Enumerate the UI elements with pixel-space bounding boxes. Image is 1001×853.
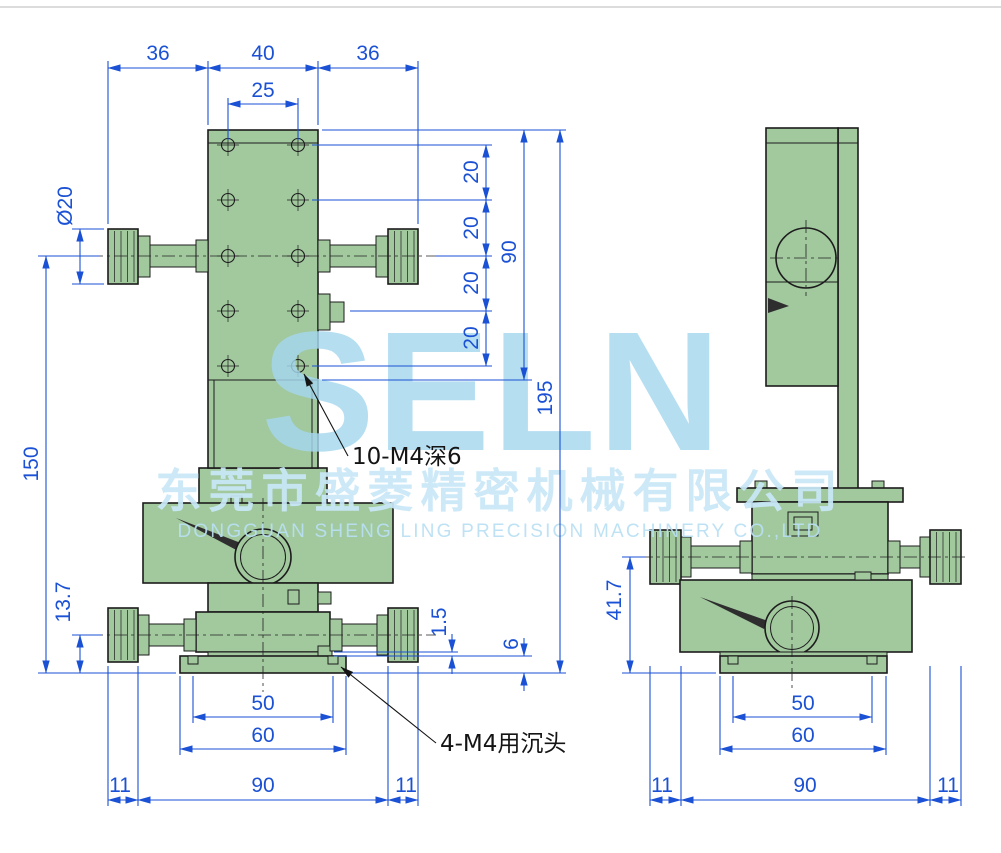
dim-bottom-11-left: 11 bbox=[109, 774, 131, 797]
dim-side-60: 60 bbox=[791, 724, 814, 747]
dim-knob-dia: Ø20 bbox=[54, 186, 77, 226]
mounting-hole bbox=[290, 303, 306, 319]
cbore-hole-left bbox=[187, 655, 199, 665]
side-dimensions: 41.7 50 60 11 90 11 bbox=[603, 556, 962, 806]
watermark-logo: SELN bbox=[261, 297, 722, 487]
lock-lever bbox=[176, 518, 246, 553]
mounting-holes bbox=[217, 134, 309, 377]
watermark: SELN 东莞市盛菱精密机械有限公司 DONGGUAN SHENG LING P… bbox=[156, 297, 845, 542]
z-column bbox=[207, 129, 319, 469]
dim-pitch-20-3: 20 bbox=[460, 271, 483, 294]
watermark-company-cn: 东莞市盛菱精密机械有限公司 bbox=[156, 464, 845, 518]
dim-side-41-7: 41.7 bbox=[603, 580, 626, 621]
cbore-hole bbox=[866, 655, 878, 665]
dim-gap-1-5: 1.5 bbox=[428, 607, 451, 636]
mounting-hole bbox=[220, 192, 236, 208]
mounting-hole bbox=[290, 358, 306, 374]
watermark-company-en: DONGGUAN SHENG LING PRECISION MACHINERY … bbox=[178, 521, 823, 542]
dim-side-11-left: 11 bbox=[651, 774, 673, 797]
dim-bottom-60: 60 bbox=[251, 724, 274, 747]
dim-bottom-90: 90 bbox=[251, 774, 274, 797]
dim-base-axis-13-7: 13.7 bbox=[52, 582, 75, 623]
plate-screw bbox=[871, 480, 885, 489]
dim-carriage-90: 90 bbox=[498, 240, 521, 263]
dim-top-36-left: 36 bbox=[146, 42, 169, 65]
callouts: 10-M4深6 4-M4用沉头 bbox=[303, 373, 566, 757]
side-tab bbox=[854, 571, 872, 581]
dim-hole-span-25: 25 bbox=[251, 79, 274, 102]
dim-bottom-11-right: 11 bbox=[395, 774, 417, 797]
column-rail-side bbox=[837, 127, 859, 491]
dim-pitch-20-2: 20 bbox=[460, 216, 483, 239]
cbore-hole bbox=[727, 655, 739, 665]
dim-pitch-20-1: 20 bbox=[460, 160, 483, 183]
dim-axis-height-150: 150 bbox=[20, 446, 43, 481]
x-lock-screw bbox=[287, 589, 300, 605]
dim-side-11-right: 11 bbox=[937, 774, 959, 797]
dim-top-36-right: 36 bbox=[356, 42, 379, 65]
page-top-border bbox=[0, 6, 1001, 8]
y-stage-side bbox=[751, 501, 889, 575]
centerlines bbox=[90, 220, 968, 692]
mounting-hole bbox=[220, 303, 236, 319]
cbore-callout: 4-M4用沉头 bbox=[440, 731, 566, 757]
upper-knob-left bbox=[107, 228, 209, 285]
upper-knob-right bbox=[317, 228, 419, 285]
mounting-hole bbox=[220, 358, 236, 374]
dim-pitch-20-4: 20 bbox=[460, 326, 483, 349]
side-base-plate bbox=[719, 655, 888, 674]
cbore-hole-right bbox=[327, 655, 339, 665]
front-dimensions: 36 40 36 25 Ø20 150 13.7 20 20 20 20 90 bbox=[20, 42, 566, 806]
lock-knob bbox=[329, 301, 345, 323]
x-tab bbox=[317, 591, 332, 605]
mounting-hole bbox=[290, 192, 306, 208]
dim-side-50: 50 bbox=[791, 692, 814, 715]
lock-lever-side bbox=[700, 597, 768, 629]
dim-bottom-50: 50 bbox=[251, 692, 274, 715]
dim-side-90: 90 bbox=[793, 774, 816, 797]
dim-top-40: 40 bbox=[251, 42, 274, 65]
pointer-wedge bbox=[768, 298, 789, 313]
dim-total-195: 195 bbox=[534, 380, 557, 415]
dim-base-thk-6: 6 bbox=[500, 638, 523, 650]
holes-callout: 10-M4深6 bbox=[352, 444, 462, 470]
